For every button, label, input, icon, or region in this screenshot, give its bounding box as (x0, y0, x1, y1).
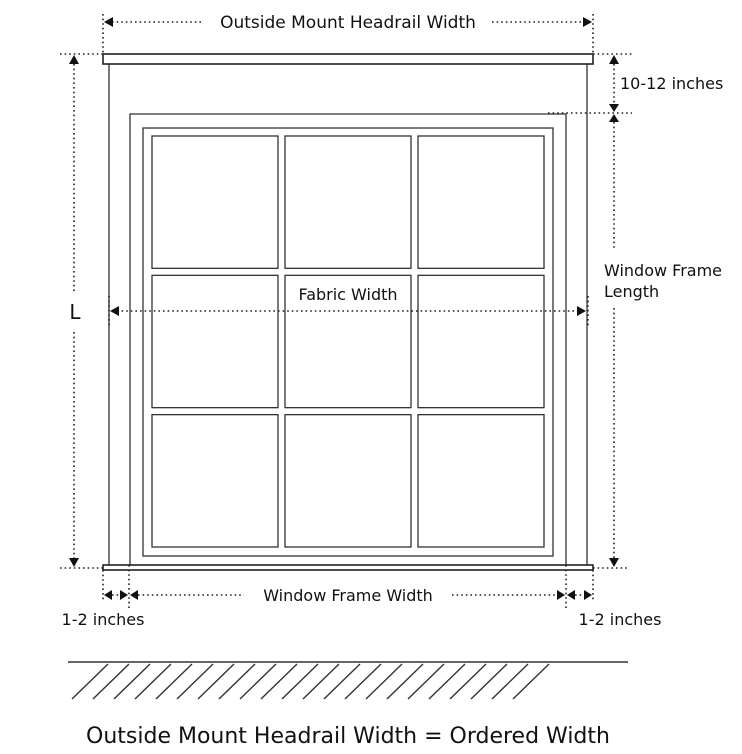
hatch-line (302, 663, 340, 700)
hatch-line (386, 663, 424, 700)
arrow-down-icon (609, 558, 619, 567)
window-inner-frame (142, 127, 554, 557)
headrail (102, 53, 594, 65)
frame-length-label-line1: Window Frame (604, 261, 722, 280)
hatch-line (281, 663, 319, 700)
window-pane (417, 135, 545, 269)
window-pane (151, 135, 279, 269)
headrail-width-label: Outside Mount Headrail Width (220, 13, 476, 33)
arrow-right-icon (583, 17, 592, 27)
arrow-down-icon (609, 104, 619, 112)
hatch-line (470, 663, 508, 700)
above-frame-label: 10-12 inches (620, 74, 723, 93)
bottom-rail (102, 564, 594, 571)
hatch-line (218, 663, 256, 700)
arrow-left-icon (130, 590, 138, 600)
window-pane (284, 135, 412, 269)
length-label: L (69, 300, 81, 324)
arrow-up-icon (69, 55, 79, 64)
hatch-line (71, 663, 109, 700)
arrow-up-icon (609, 114, 619, 122)
floor-hatching (71, 663, 550, 700)
window-pane (284, 274, 412, 409)
arrow-right-icon (120, 590, 128, 600)
frame-width-label: Window Frame Width (263, 586, 433, 605)
hatch-line (92, 663, 130, 700)
hatch-line (113, 663, 151, 700)
arrow-left-icon (104, 590, 112, 600)
arrow-left-icon (110, 306, 119, 316)
hatch-line (449, 663, 487, 700)
arrow-right-icon (577, 306, 586, 316)
arrow-down-icon (69, 558, 79, 567)
hatch-line (428, 663, 466, 700)
arrow-left-icon (104, 17, 113, 27)
window-pane (151, 274, 279, 409)
hatch-line (491, 663, 529, 700)
window-pane (417, 414, 545, 548)
fabric-width-label-bg (288, 284, 408, 304)
right-overlap-label: 1-2 inches (579, 610, 662, 629)
hatch-line (407, 663, 445, 700)
hatch-line (512, 663, 550, 700)
window-outer-frame (129, 113, 567, 565)
hatch-line (239, 663, 277, 700)
hatch-line (323, 663, 361, 700)
frame-length-label-line2: Length (604, 282, 659, 301)
hatch-line (134, 663, 172, 700)
hatch-line (365, 663, 403, 700)
window-pane (284, 414, 412, 548)
window-pane (151, 414, 279, 548)
arrow-up-icon (609, 55, 619, 64)
window-pane (417, 274, 545, 409)
formula-caption: Outside Mount Headrail Width = Ordered W… (86, 724, 610, 749)
hatch-line (344, 663, 382, 700)
hatch-line (155, 663, 193, 700)
left-overlap-label: 1-2 inches (62, 610, 145, 629)
window-panes (151, 135, 545, 548)
hatch-line (197, 663, 235, 700)
hatch-line (260, 663, 298, 700)
arrow-left-icon (567, 590, 575, 600)
hatch-line (176, 663, 214, 700)
fabric-width-label: Fabric Width (298, 285, 397, 304)
arrow-right-icon (584, 590, 592, 600)
arrow-right-icon (557, 590, 565, 600)
